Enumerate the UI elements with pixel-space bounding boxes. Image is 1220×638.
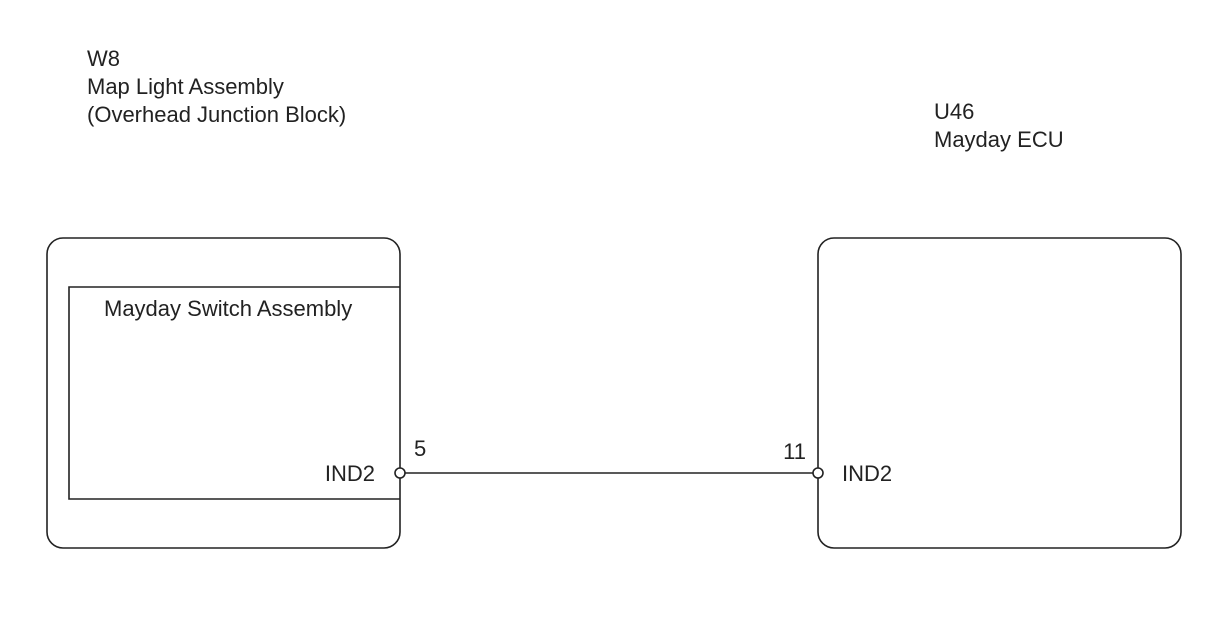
left-terminal-signal: IND2 bbox=[325, 461, 375, 486]
right-component-code: U46 bbox=[934, 99, 975, 124]
left-component-code: W8 bbox=[87, 46, 120, 71]
terminal-right-ind2 bbox=[812, 467, 824, 479]
left-component-subname: (Overhead Junction Block) bbox=[87, 102, 347, 127]
inner-module-label: Mayday Switch Assembly bbox=[104, 296, 352, 321]
left-component-name: Map Light Assembly bbox=[87, 74, 284, 99]
right-terminal-pin: 11 bbox=[783, 439, 806, 464]
mayday-switch-assembly-box bbox=[68, 286, 400, 500]
terminal-left-ind2 bbox=[394, 467, 406, 479]
right-component-name: Mayday ECU bbox=[934, 127, 1064, 152]
mayday-ecu-box bbox=[817, 237, 1182, 549]
map-light-assembly-box bbox=[46, 237, 401, 549]
left-terminal-pin: 5 bbox=[414, 436, 426, 461]
right-component-label: U46 Mayday ECU bbox=[934, 98, 1064, 154]
right-terminal-signal: IND2 bbox=[842, 461, 892, 486]
left-component-label: W8 Map Light Assembly (Overhead Junction… bbox=[87, 45, 346, 129]
